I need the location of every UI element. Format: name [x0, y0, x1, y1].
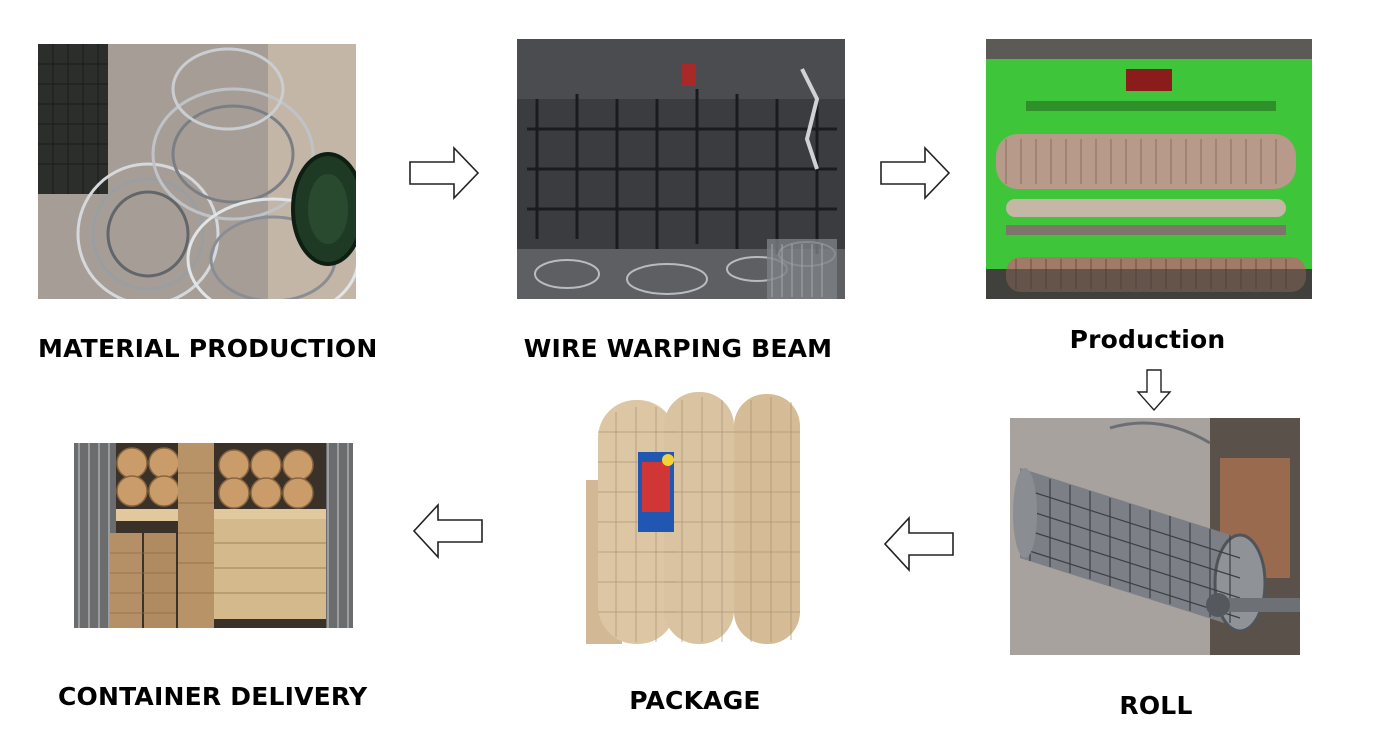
arrow-left-icon [412, 503, 484, 559]
material-production-photo [38, 44, 356, 299]
wire-warping-beam-photo [517, 39, 845, 299]
arrow-right-icon [408, 146, 480, 200]
step-label-material-production: MATERIAL PRODUCTION [38, 334, 378, 363]
arrow-right-icon [879, 146, 951, 200]
step-label-container-delivery: CONTAINER DELIVERY [58, 682, 368, 711]
package-photo [586, 392, 802, 644]
arrow-down-icon [1136, 369, 1172, 411]
step-label-production: Production [1069, 325, 1226, 354]
production-photo [986, 39, 1312, 299]
step-label-wire-warping-beam: WIRE WARPING BEAM [523, 334, 833, 363]
step-label-package: PACKAGE [629, 686, 761, 715]
roll-photo [1010, 418, 1300, 655]
arrow-left-icon [883, 516, 955, 572]
step-label-roll: ROLL [1119, 691, 1193, 720]
container-delivery-photo [74, 443, 353, 628]
